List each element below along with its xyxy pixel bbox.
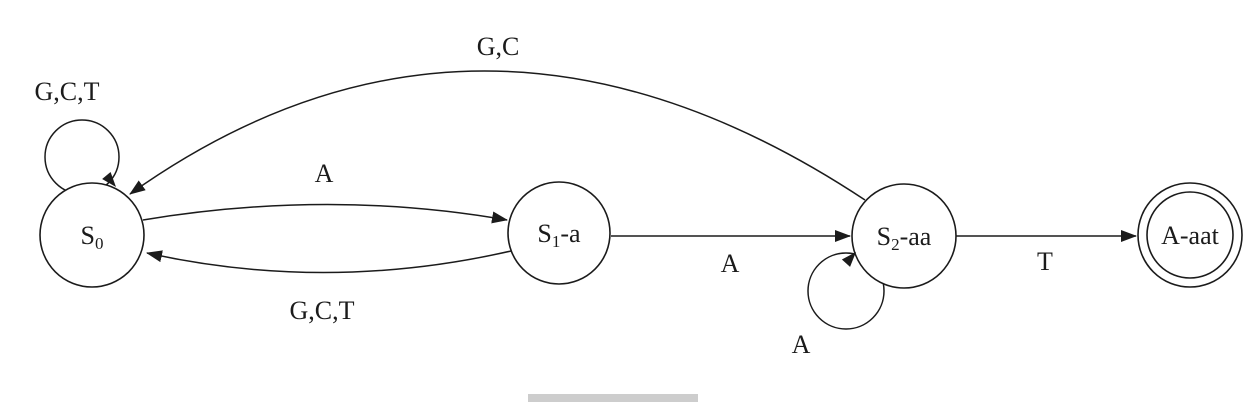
self-loop-s0: [44, 119, 120, 195]
label-self-loop-s0: G,C,T: [35, 77, 100, 106]
state-circle-s1: [507, 181, 611, 285]
state-circle-accept-inner: [1146, 191, 1234, 279]
self-loop-s2-arrowhead-icon: [841, 252, 856, 267]
edge-s2-to-s0: [129, 70, 866, 201]
label-s2-to-accept: T: [1037, 247, 1053, 276]
state-label-s2: S2-aa: [877, 222, 932, 254]
label-s0-to-s1: A: [315, 159, 334, 188]
label-self-loop-s2: A: [792, 330, 811, 359]
state-label-accept: A-aat: [1161, 221, 1220, 250]
label-s1-to-s0: G,C,T: [290, 296, 355, 325]
horizontal-scrollbar-thumb[interactable]: [528, 394, 698, 402]
self-loop-s2: [807, 252, 885, 330]
edge-s1-to-s0: [146, 250, 512, 274]
label-s1-to-s2: A: [721, 249, 740, 278]
edge-s0-to-s1: [142, 203, 508, 224]
state-label-s0: S0: [81, 221, 104, 253]
state-circle-s0: [39, 182, 145, 288]
label-s2-to-s0: G,C: [477, 32, 520, 61]
self-loop-s0-arrowhead-icon: [102, 171, 116, 187]
state-label-s1: S1-a: [537, 219, 581, 251]
